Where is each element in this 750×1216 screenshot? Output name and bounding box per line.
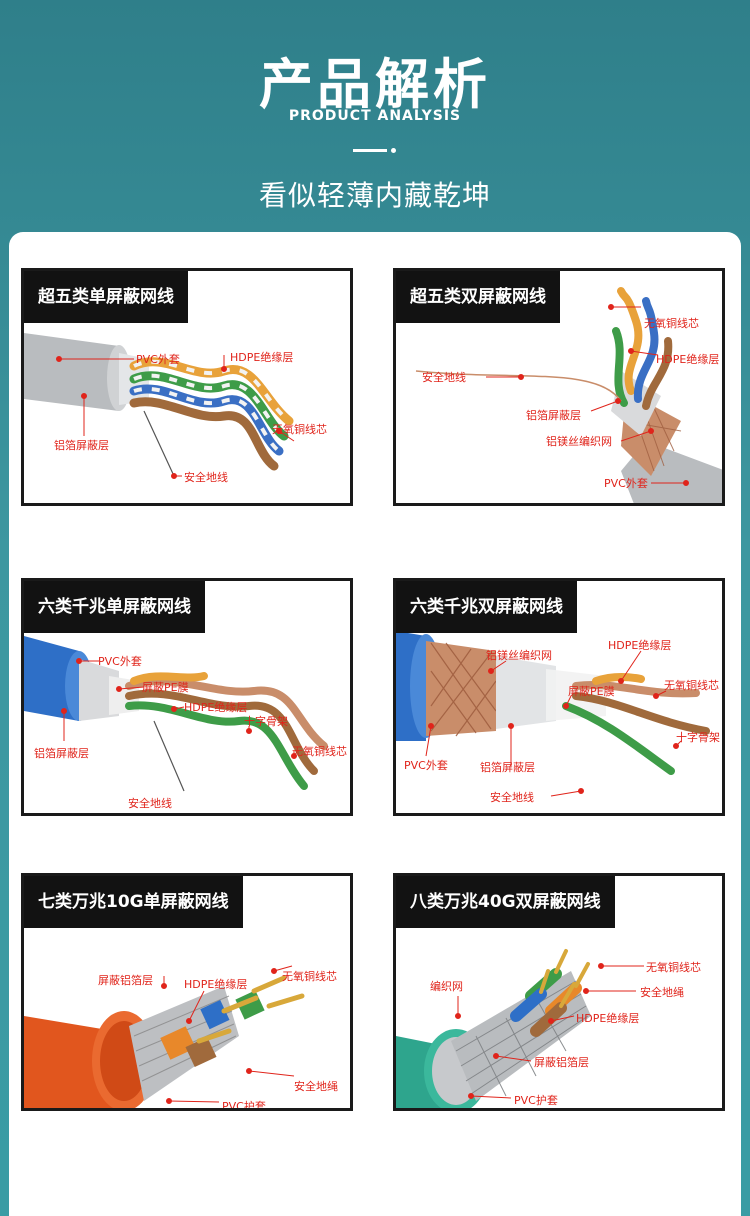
card-title: 超五类双屏蔽网线	[396, 271, 560, 323]
part-label: 铝箔屏蔽层	[480, 761, 535, 774]
part-label: HDPE绝缘层	[576, 1012, 640, 1025]
part-label: 无氧铜线芯	[644, 317, 699, 330]
part-label: 屏蔽铝箔层	[98, 974, 153, 987]
cable-card-cat8-double-shield: 八类万兆40G双屏蔽网线 无氧铜线芯 编织网 安全地绳 HDPE绝缘层 屏蔽铝箔…	[393, 873, 725, 1111]
part-label: 无氧铜线芯	[664, 679, 719, 692]
part-label: HDPE绝缘层	[608, 639, 672, 652]
part-label: 屏蔽PE膜	[142, 681, 189, 694]
cable-illustration	[415, 287, 722, 503]
part-label: 安全地线	[490, 791, 534, 804]
part-label: 无氧铜线芯	[646, 961, 701, 974]
part-label: 铝箔屏蔽层	[54, 439, 109, 452]
part-label: HDPE绝缘层	[184, 701, 248, 714]
page-title: 产品解析	[259, 53, 491, 116]
cable-illustration	[396, 631, 710, 797]
part-label: 安全地绳	[640, 986, 684, 999]
cable-card-cat7-single-shield: 七类万兆10G单屏蔽网线 无氧铜线芯 屏蔽铝箔层 HDPE绝缘层 安全地绳 PV…	[21, 873, 353, 1111]
part-label: 铝镁丝编织网	[546, 435, 612, 448]
part-label: 编织网	[430, 980, 463, 993]
part-label: 无氧铜线芯	[272, 423, 327, 436]
cable-card-cat5e-single-shield: 超五类单屏蔽网线 PVC外套 HDPE绝缘层 铝箔屏蔽层 无氧铜线芯 安全地线	[21, 268, 353, 506]
part-label: 屏蔽铝箔层	[534, 1056, 589, 1069]
card-title: 七类万兆10G单屏蔽网线	[24, 876, 243, 928]
part-label: PVC外套	[404, 759, 448, 772]
part-label: 无氧铜线芯	[282, 970, 337, 983]
part-label: 铝箔屏蔽层	[526, 409, 581, 422]
cable-illustration	[24, 965, 305, 1108]
part-label: 安全地绳	[294, 1080, 338, 1093]
page-tagline: 看似轻薄内藏乾坤	[258, 179, 491, 212]
title-divider	[353, 148, 397, 154]
part-label: 十字骨架	[676, 731, 720, 744]
part-label: HDPE绝缘层	[184, 978, 248, 991]
cable-illustration	[396, 949, 644, 1108]
cable-card-cat6-double-shield: 六类千兆双屏蔽网线 HDPE绝缘层 铝镁丝编织网 屏蔽PE膜 无氧铜线芯 十字骨…	[393, 578, 725, 816]
part-label: HDPE绝缘层	[656, 353, 720, 366]
part-label: HDPE绝缘层	[230, 351, 294, 364]
part-label: PVC护套	[222, 1100, 266, 1111]
card-title: 超五类单屏蔽网线	[24, 271, 188, 323]
part-label: 铝箔屏蔽层	[34, 747, 89, 760]
part-label: PVC外套	[604, 477, 648, 490]
cable-card-cat6-single-shield: 六类千兆单屏蔽网线 PVC外套 屏蔽PE膜 HDPE绝缘层 十字骨架 铝箔屏蔽层…	[21, 578, 353, 816]
part-label: PVC外套	[98, 655, 142, 668]
cable-illustration	[24, 333, 295, 479]
part-label: 安全地线	[128, 797, 172, 810]
part-label: 屏蔽PE膜	[568, 685, 615, 698]
card-title: 六类千兆双屏蔽网线	[396, 581, 577, 633]
part-label: 铝镁丝编织网	[486, 649, 552, 662]
part-label: PVC护套	[514, 1094, 558, 1107]
page-subtitle-en: PRODUCT ANALYSIS	[288, 108, 462, 124]
cable-illustration	[24, 636, 328, 792]
part-label: 安全地线	[422, 371, 466, 384]
part-label: 十字骨架	[244, 715, 288, 728]
cable-card-cat5e-double-shield: 超五类双屏蔽网线 无氧铜线芯 HDPE绝缘层 安全地线 铝箔屏蔽层 铝镁丝编织网…	[393, 268, 725, 506]
card-title: 六类千兆单屏蔽网线	[24, 581, 205, 633]
part-label: 安全地线	[184, 471, 228, 484]
part-label: 无氧铜线芯	[292, 745, 347, 758]
content-panel: 超五类单屏蔽网线 PVC外套 HDPE绝缘层 铝箔屏蔽层 无氧铜线芯 安全地线	[9, 232, 741, 1216]
part-label: PVC外套	[136, 353, 180, 366]
header: 产品解析 PRODUCT ANALYSIS 看似轻薄内藏乾坤	[0, 0, 750, 232]
card-title: 八类万兆40G双屏蔽网线	[396, 876, 615, 928]
